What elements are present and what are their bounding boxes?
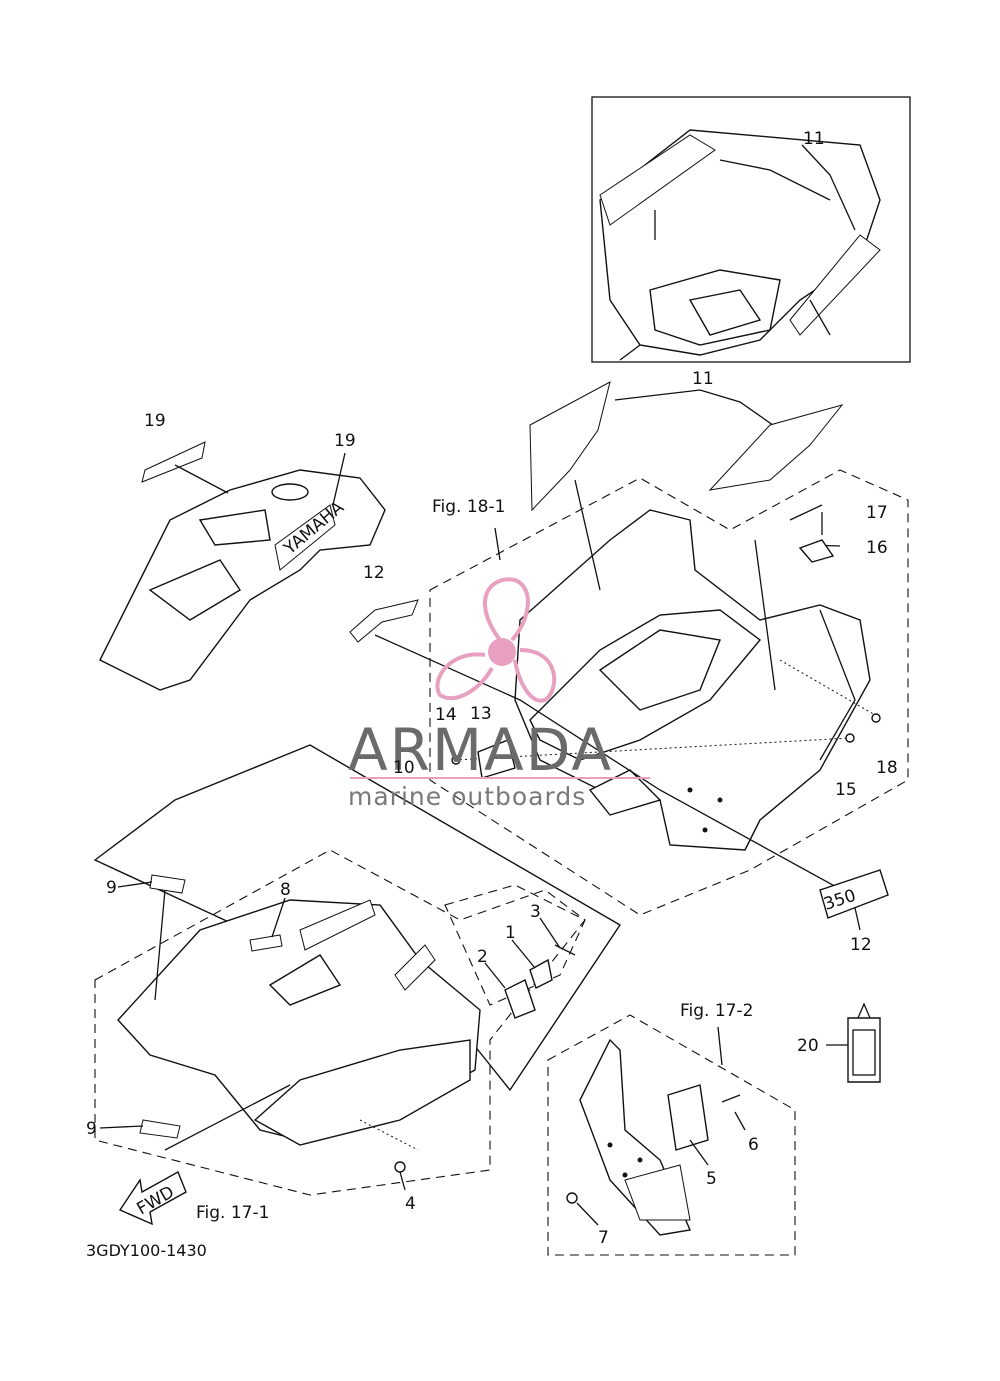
propeller-logo-icon <box>435 577 557 703</box>
callout-17: 17 <box>866 503 888 523</box>
callout-12-left: 12 <box>363 563 385 583</box>
callout-11: 11 <box>692 369 714 389</box>
front-fender-assembly <box>117 899 481 1146</box>
callout-15: 15 <box>835 780 857 800</box>
front-fender-part-19: YAMAHA <box>99 469 386 691</box>
armada-watermark: ARMADA marine outboards <box>348 577 650 811</box>
fig-17-2-label: Fig. 17-2 <box>680 1001 753 1021</box>
fig-18-1-label: Fig. 18-1 <box>432 497 505 517</box>
fig-17-2-boundary <box>547 1014 796 1256</box>
callout-20: 20 <box>797 1036 819 1056</box>
side-decal-right <box>708 404 844 491</box>
callout-3: 3 <box>530 902 541 922</box>
bolt-6 <box>721 1094 741 1103</box>
fig-17-1-inner-boundary <box>444 884 586 1006</box>
nut-15 <box>845 733 855 743</box>
callout-10: 10 <box>393 758 415 778</box>
callout-9-lower: 9 <box>86 1119 97 1139</box>
washer-7 <box>566 1192 578 1204</box>
callout-7: 7 <box>598 1228 609 1248</box>
grommet-4 <box>394 1161 406 1173</box>
callout-9-upper: 9 <box>106 878 117 898</box>
callout-16: 16 <box>866 538 888 558</box>
callout-8: 8 <box>280 880 291 900</box>
callout-11-inset: 11 <box>803 129 825 149</box>
side-decal-left <box>529 381 611 512</box>
decal-19 <box>141 441 206 483</box>
callout-2: 2 <box>477 947 488 967</box>
fwd-arrow: FWD <box>118 1171 187 1226</box>
diagram-part-code: 3GDY100-1430 <box>86 1241 207 1260</box>
fig-17-1-label: Fig. 17-1 <box>196 1203 269 1223</box>
screw-14 <box>451 755 461 765</box>
callout-12-right: 12 <box>850 935 872 955</box>
clip-18 <box>871 713 881 723</box>
leader-11 <box>614 389 781 431</box>
callout-4: 4 <box>405 1194 416 1214</box>
callout-13: 13 <box>470 704 492 724</box>
callout-5: 5 <box>706 1169 717 1189</box>
rear-fender-assembly <box>514 509 871 851</box>
callout-19-left: 19 <box>144 411 166 431</box>
model-badge-12: 350 <box>819 869 889 919</box>
inset-detail-view <box>591 96 911 363</box>
callout-18: 18 <box>876 758 898 778</box>
decal-8 <box>249 934 283 952</box>
tag-part-20 <box>826 1002 881 1083</box>
plate-13 <box>477 739 516 779</box>
callout-1: 1 <box>505 923 516 943</box>
callout-19-right: 19 <box>334 431 356 451</box>
plate-2 <box>504 979 536 1019</box>
plate-16 <box>798 539 835 563</box>
fig-18-1-boundary <box>429 469 909 916</box>
decal-12-left <box>349 599 419 643</box>
callout-6: 6 <box>748 1135 759 1155</box>
watermark-brand: ARMADA <box>348 716 613 784</box>
bracket-1 <box>529 958 553 989</box>
watermark-tagline: marine outboards <box>348 782 586 811</box>
decal-9-lower <box>139 1119 181 1139</box>
mud-flap-assembly <box>579 1038 709 1236</box>
callout-14: 14 <box>435 705 457 725</box>
decal-9-upper <box>149 874 186 894</box>
